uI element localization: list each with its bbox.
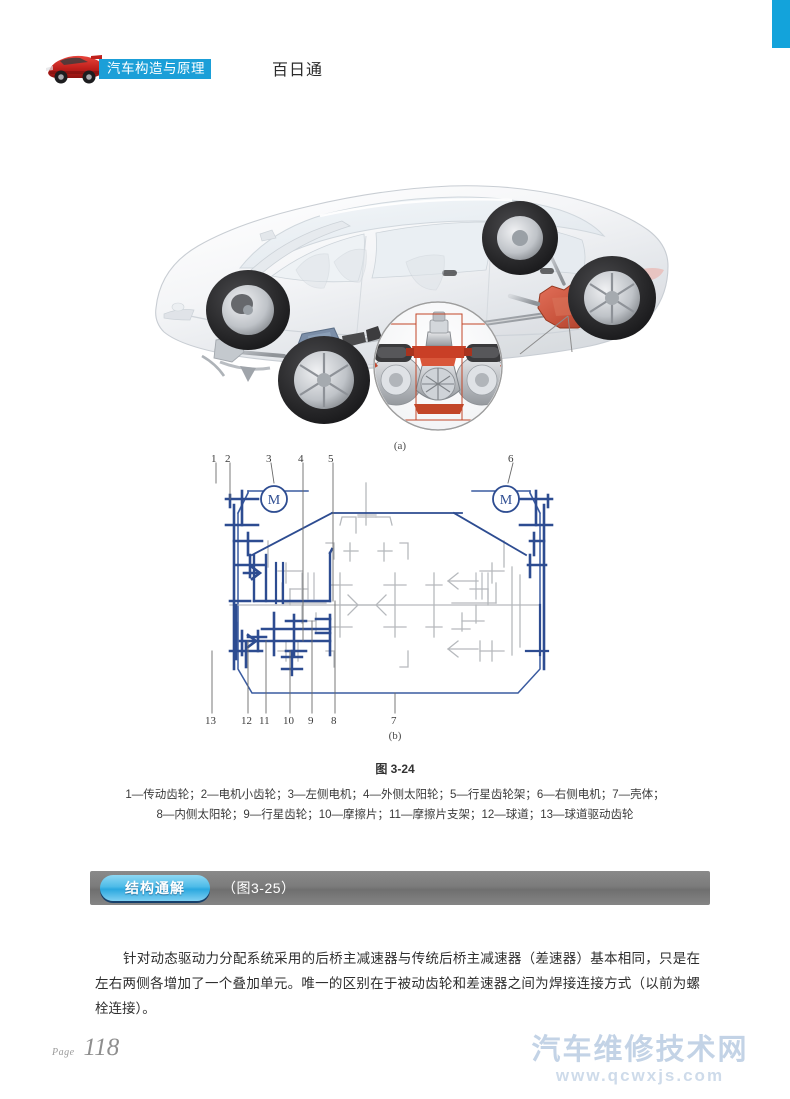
figure-caption: 图 3-24 xyxy=(375,762,415,776)
figure-a-car-illustration: (a) xyxy=(120,118,680,452)
figure-b-schematic: M M xyxy=(190,453,600,750)
figure-legend-line-2: 8—内侧太阳轮；9—行星齿轮；10—摩擦片；11—摩擦片支架；12—球道；13—… xyxy=(156,809,634,821)
figure-b-label: (b) xyxy=(388,730,402,742)
callout-12: 12 xyxy=(241,715,252,727)
watermark-title: 汽车维修技术网 xyxy=(531,1034,749,1066)
callout-8: 8 xyxy=(331,715,337,727)
svg-text:M: M xyxy=(268,493,281,508)
callout-7: 7 xyxy=(391,715,397,727)
watermark-url: www.qcwxjs.com xyxy=(555,1066,725,1085)
corner-accent-tab xyxy=(772,0,790,48)
folio-number: 118 xyxy=(83,1034,120,1061)
callout-1: 1 xyxy=(211,453,217,465)
page-folio: Page 118 xyxy=(52,1034,119,1062)
sports-car-logo-icon xyxy=(44,46,106,86)
callout-5: 5 xyxy=(328,453,334,465)
section-header-band: 结构通解 （图3-25） xyxy=(90,871,710,905)
section-figure-reference: （图3-25） xyxy=(222,880,296,896)
callout-10: 10 xyxy=(283,715,294,727)
svg-text:M: M xyxy=(500,493,513,508)
header-title: 汽车构造与原理 xyxy=(107,61,205,76)
callout-9: 9 xyxy=(308,715,314,727)
callout-6: 6 xyxy=(508,453,514,465)
section-pill-label: 结构通解 xyxy=(125,880,185,896)
callout-2: 2 xyxy=(225,453,231,465)
section-pill: 结构通解 xyxy=(100,875,210,901)
folio-word: Page xyxy=(52,1047,75,1058)
callout-11: 11 xyxy=(259,715,270,727)
site-watermark: 汽车维修技术网 www.qcwxjs.com xyxy=(505,1034,775,1085)
callout-4: 4 xyxy=(298,453,304,465)
figure-legend-line-1: 1—传动齿轮；2—电机小齿轮；3—左侧电机；4—外侧太阳轮；5—行星齿轮架；6—… xyxy=(125,789,665,801)
callout-3: 3 xyxy=(266,453,272,465)
body-paragraph: 针对动态驱动力分配系统采用的后桥主减速器与传统后桥主减速器（差速器）基本相同，只… xyxy=(95,950,700,1016)
page-header: 汽车构造与原理 百日通 xyxy=(44,46,744,90)
header-subtitle: 百日通 xyxy=(272,62,324,79)
header-title-band: 汽车构造与原理 xyxy=(99,59,211,79)
figure-legend: 1—传动齿轮；2—电机小齿轮；3—左侧电机；4—外侧太阳轮；5—行星齿轮架；6—… xyxy=(70,785,720,825)
callout-13: 13 xyxy=(205,715,216,727)
figure-a-label: (a) xyxy=(393,440,407,452)
